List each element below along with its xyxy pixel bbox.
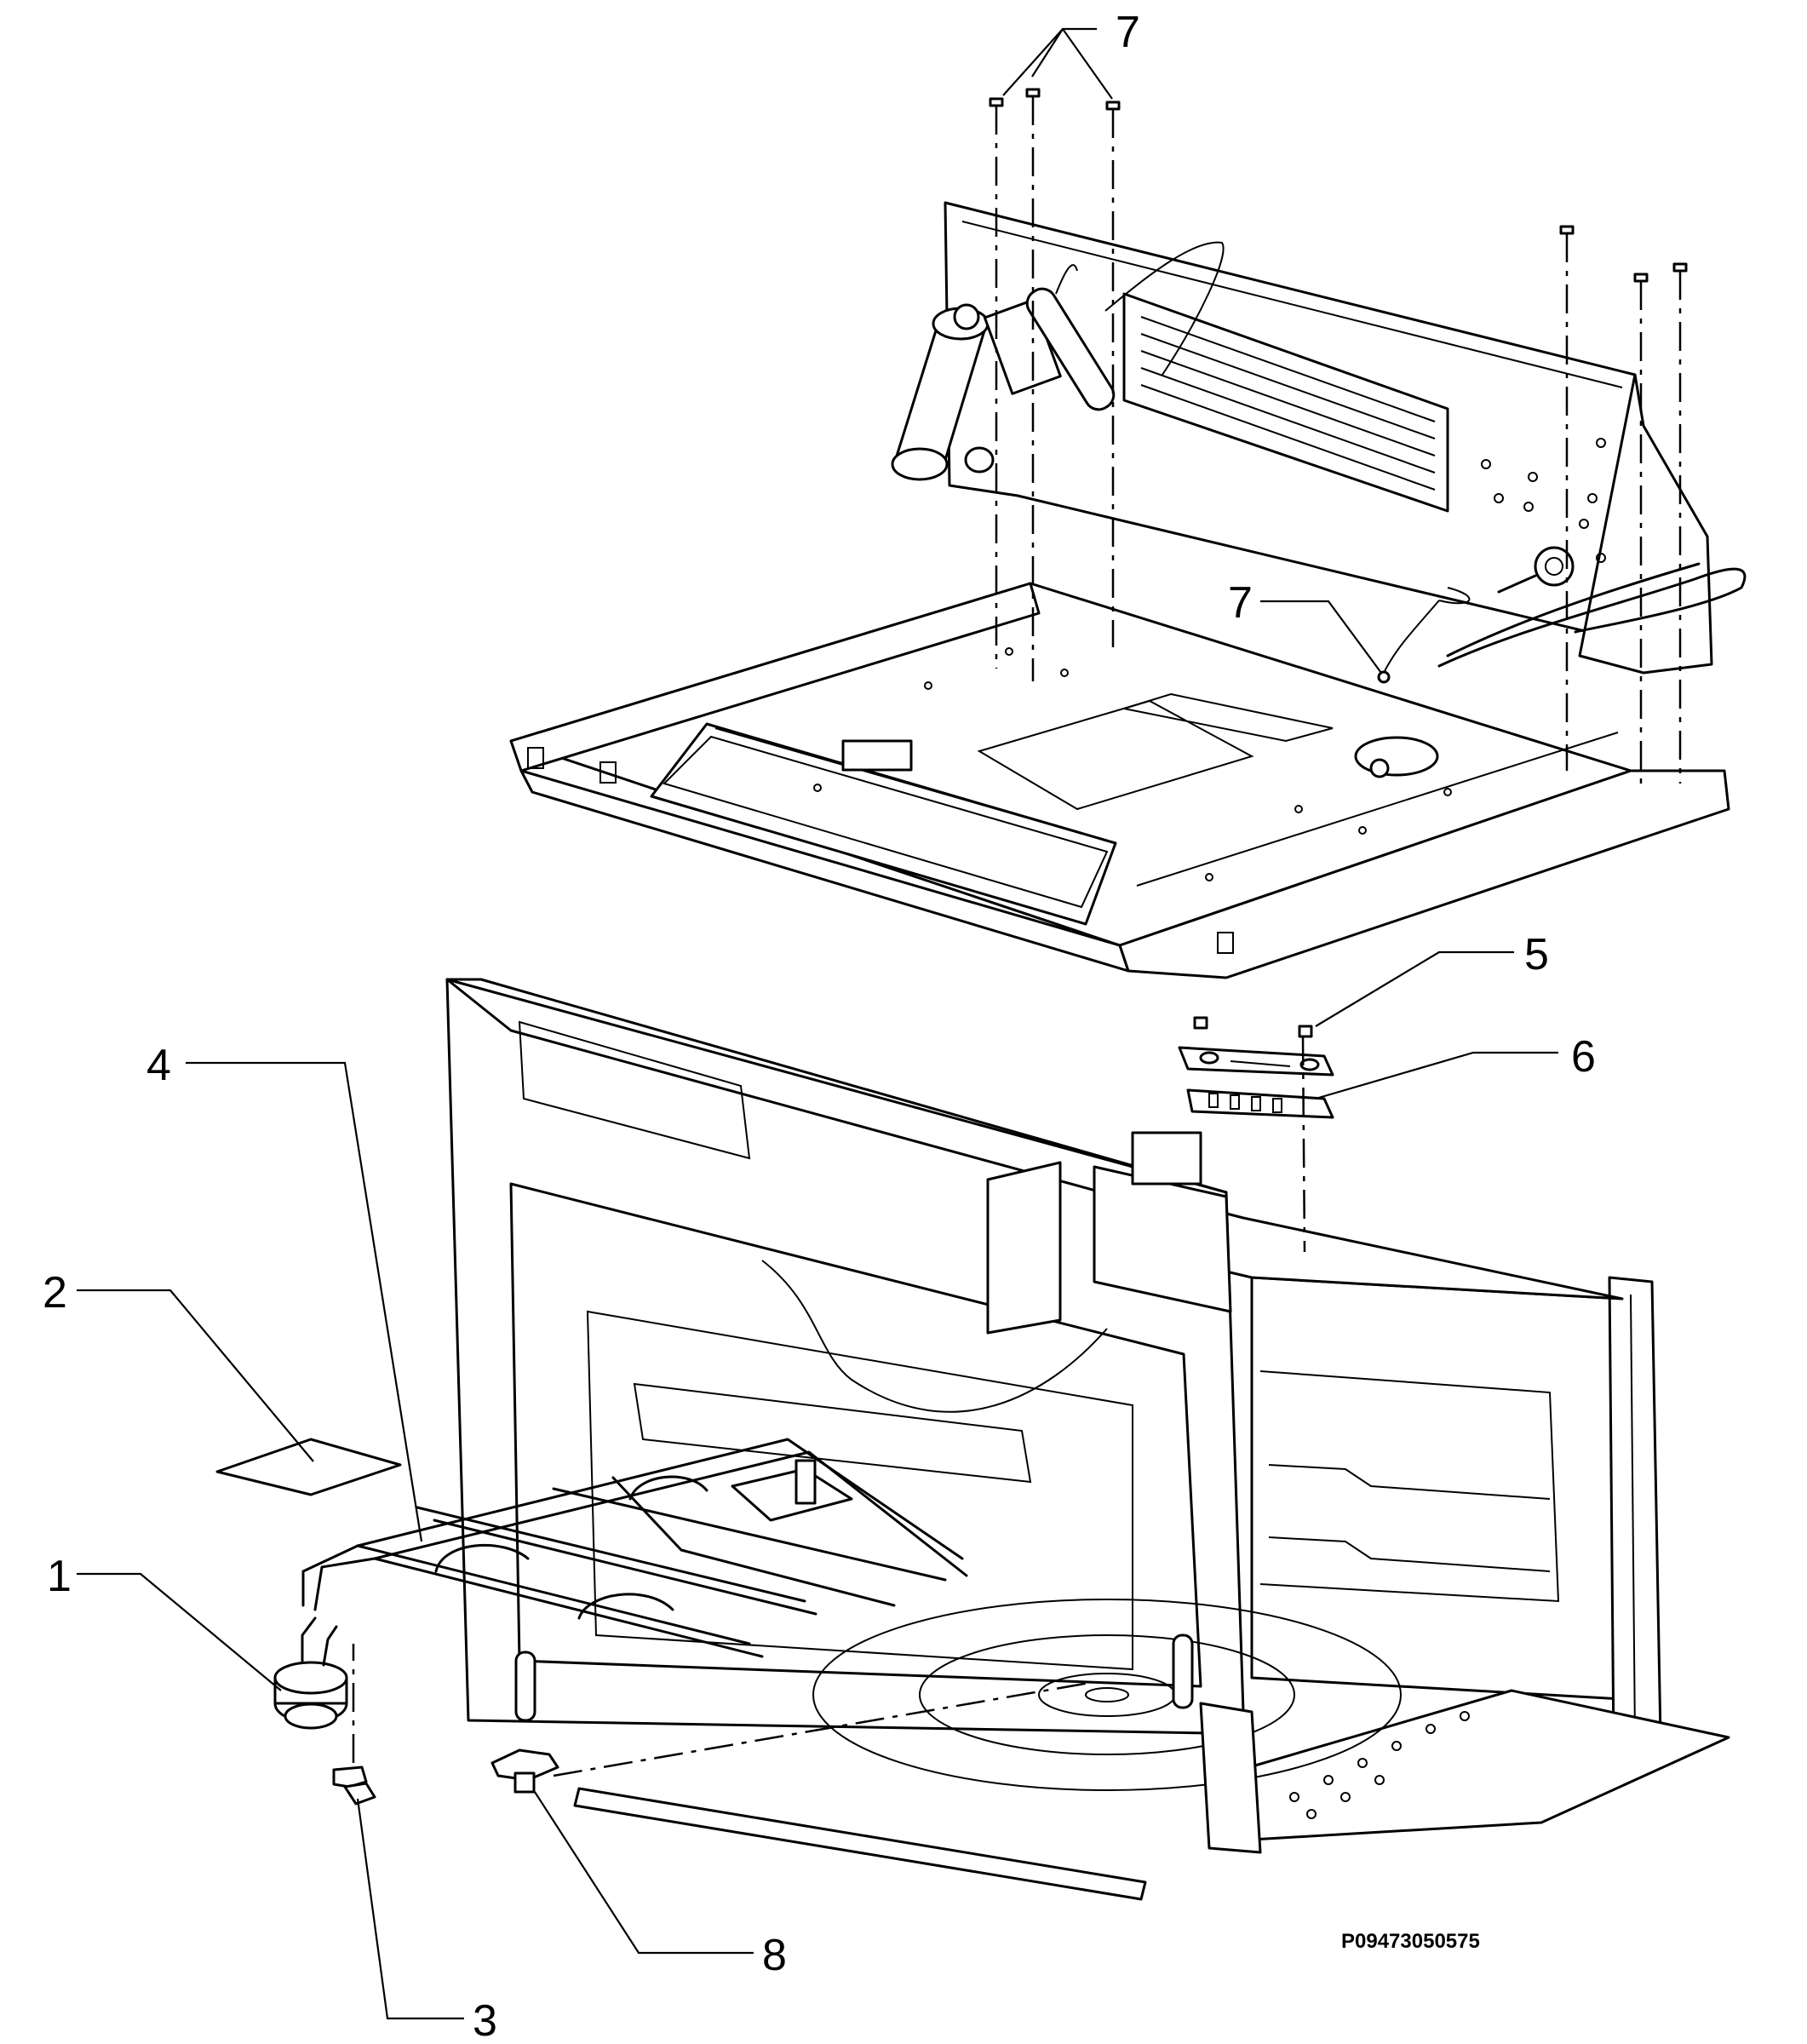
upper-assembly	[509, 88, 1747, 979]
oven-cavity	[445, 978, 1730, 1901]
callout-7-mid: 7	[1228, 578, 1253, 628]
screws-item-7	[989, 88, 1688, 792]
callout-6: 6	[1571, 1032, 1596, 1082]
callout-5: 5	[1524, 930, 1549, 979]
coupler-item-8	[490, 1680, 1095, 1794]
callout-4: 4	[146, 1041, 171, 1090]
drawing-code: P09473050575	[1341, 1930, 1480, 1953]
grill-element-item-4	[301, 1438, 968, 1658]
top-base-tray	[509, 582, 1730, 979]
clip-item-3	[332, 1644, 376, 1806]
callout-labels: 7 7 5 6 4 2 1 3 8 P09473050575	[43, 8, 1596, 2044]
callout-8: 8	[762, 1931, 787, 1980]
fan-motor	[891, 298, 1062, 481]
callout-3: 3	[473, 1996, 497, 2044]
insulation-pad-item-2	[215, 1438, 402, 1496]
sensor-item-1	[273, 1616, 348, 1730]
rear-fan-panel	[891, 201, 1747, 684]
callout-2: 2	[43, 1268, 67, 1318]
callout-1: 1	[47, 1552, 72, 1601]
leader-lines	[77, 27, 1558, 2020]
callout-7-top: 7	[1116, 8, 1140, 57]
hinge-plates	[1178, 1016, 1334, 1253]
